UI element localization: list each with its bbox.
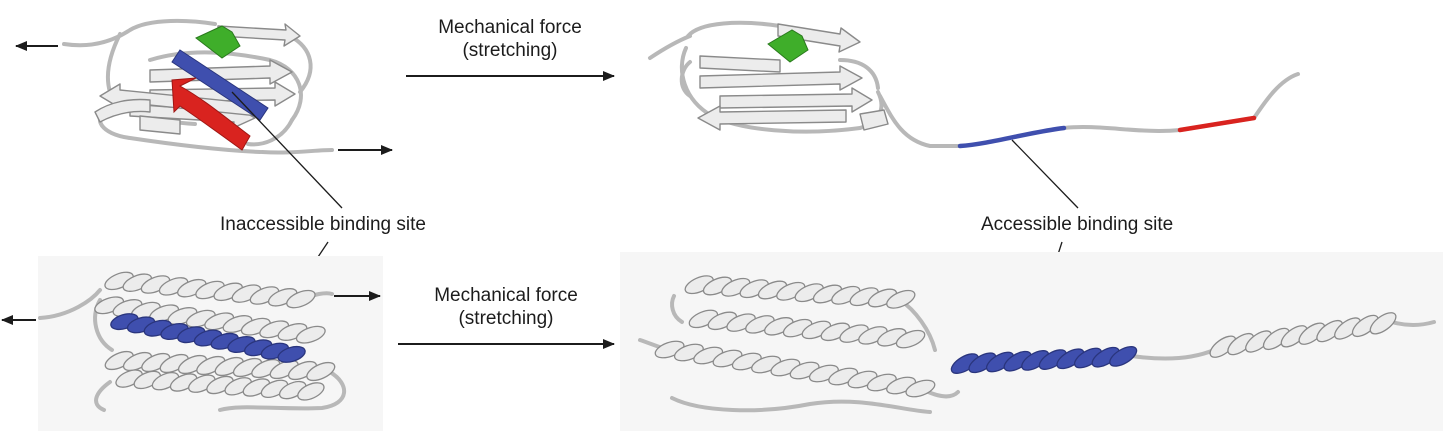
force-label-top-line1: Mechanical force bbox=[438, 17, 582, 38]
bundle-binding-helix bbox=[110, 313, 306, 363]
stretched-helix-row-3 bbox=[654, 340, 936, 398]
helix-blue-folded bbox=[110, 313, 306, 363]
force-label-bottom-line2: (stretching) bbox=[458, 308, 554, 329]
stretched-binding-helix bbox=[950, 346, 1138, 374]
stretched-helix-row-1 bbox=[684, 275, 916, 309]
helix-row-3 bbox=[104, 350, 336, 382]
force-label-bottom-line1: Mechanical force bbox=[434, 285, 578, 306]
pointer-accessible-top bbox=[1011, 139, 1079, 209]
inaccessible-binding-site-label: Inaccessible binding site bbox=[220, 214, 426, 235]
stretched-helix-row-2 bbox=[688, 309, 926, 349]
folded-helix-bundle bbox=[38, 271, 347, 412]
folded-beta-protein bbox=[62, 18, 334, 155]
helix-row-4 bbox=[115, 369, 325, 401]
stretched-helix-protein bbox=[638, 275, 1436, 414]
helix-row-1 bbox=[104, 271, 316, 309]
stretched-beta-protein bbox=[648, 20, 1300, 149]
force-label-top-line2: (stretching) bbox=[462, 40, 558, 61]
force-label-top: Mechanical force (stretching) bbox=[406, 16, 614, 62]
stretched-helix-row-4 bbox=[1209, 312, 1397, 358]
pointer-inaccessible-top bbox=[231, 91, 343, 209]
force-label-bottom: Mechanical force (stretching) bbox=[398, 284, 614, 330]
bundle-helices bbox=[94, 271, 336, 401]
helix-row-2 bbox=[94, 296, 326, 344]
helix-blue-stretched bbox=[950, 346, 1138, 374]
accessible-binding-site-label: Accessible binding site bbox=[981, 214, 1174, 235]
stretched-helices bbox=[654, 275, 1397, 398]
